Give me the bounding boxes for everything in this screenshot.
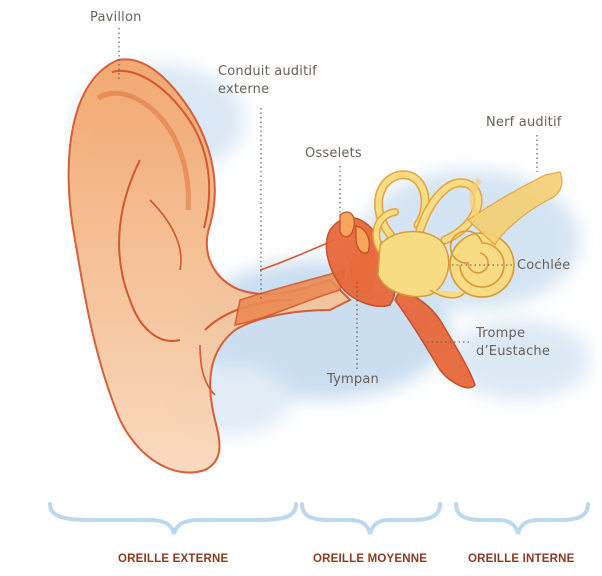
label-trompe-line2: d’Eustache	[476, 344, 550, 360]
bracket-externe	[50, 504, 296, 534]
section-brackets	[50, 504, 588, 534]
bracket-interne	[456, 504, 588, 534]
section-oreille-interne: OREILLE INTERNE	[468, 553, 575, 565]
label-osselets: Osselets	[305, 146, 362, 162]
label-cochlee: Cochlée	[517, 258, 570, 274]
label-conduit-line1: Conduit auditif	[218, 64, 317, 80]
label-tympan: Tympan	[327, 372, 379, 388]
bracket-moyenne	[302, 504, 440, 534]
label-trompe-line1: Trompe	[476, 326, 525, 342]
label-pavillon: Pavillon	[90, 10, 142, 26]
label-conduit-line2: externe	[218, 82, 269, 98]
label-nerf: Nerf auditif	[486, 115, 562, 131]
section-oreille-externe: OREILLE EXTERNE	[118, 553, 228, 565]
section-oreille-moyenne: OREILLE MOYENNE	[313, 553, 427, 565]
